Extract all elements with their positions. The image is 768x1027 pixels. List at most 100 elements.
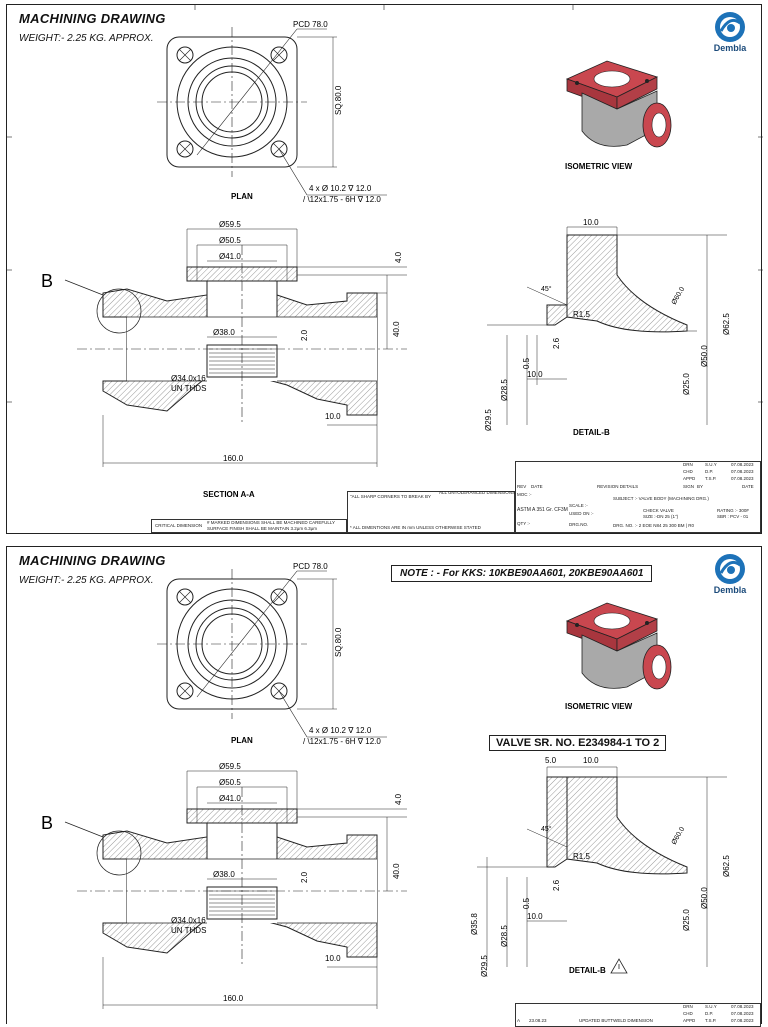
note-all-dims: * ALL DIMENTIONS ARE IN mm UNLESS OTHERW… — [350, 525, 481, 530]
tb-rev-date: 23.08.23 — [529, 1018, 547, 1023]
detail-dim-0-5: 0.5 — [522, 357, 531, 369]
revision-triangle-icon — [610, 958, 628, 974]
detail-dim-60-0: Ø60.0 — [671, 286, 687, 306]
tb-sbr: SBR : PCV - 01 — [717, 514, 749, 519]
dim-34-0: Ø34.0x16 — [171, 374, 206, 383]
logo-text: Dembla — [713, 585, 747, 595]
isometric-part — [565, 60, 672, 148]
detail-dim-50-0: Ø50.0 — [700, 887, 709, 909]
dim-160-0: 160.0 — [223, 994, 244, 1003]
dim-un-thds: UN THDS — [171, 384, 206, 393]
tb-chd: CHD — [683, 469, 693, 474]
tb-by: BY — [697, 484, 704, 489]
isometric-part — [565, 602, 672, 690]
detail-dim-25-0: Ø25.0 — [682, 909, 691, 931]
dim-50-5: Ø50.5 — [219, 778, 241, 787]
note-sharp-corners: "ALL SHARP CORNERS TO BREAK BY — [350, 494, 431, 499]
tb-qty: QTY :- — [517, 521, 531, 526]
dim-59-5: Ø59.5 — [219, 762, 241, 771]
detail-dim-50-0: Ø50.0 — [700, 345, 709, 367]
tb-material: ASTM A 351 Gr. CF3M — [517, 507, 568, 513]
tb-drn-date: 07.08.2023 — [731, 462, 754, 467]
tb-drn-by: S.U.Y — [705, 462, 717, 467]
drawing-sheet-1: MACHINING DRAWING WEIGHT:- 2.25 KG. APPR… — [6, 4, 763, 534]
tb-chd-date: 07.08.2023 — [731, 469, 754, 474]
detail-dim-28-5: Ø28.5 — [500, 925, 509, 947]
tb-appd: APPD — [683, 476, 696, 481]
tb-size: SIZE :-DN 25 (1") — [643, 514, 679, 519]
tb-appd-by: T.S.P. — [705, 1018, 717, 1023]
tb-appd-date: 07.08.2023 — [731, 476, 754, 481]
company-logo: Dembla — [707, 551, 753, 601]
tb-chd-by: D.P. — [705, 469, 714, 474]
label-isometric: ISOMETRIC VIEW — [565, 162, 633, 171]
tb-check-valve: CHECK VALVE — [643, 508, 674, 513]
detail-dim-29-5: Ø29.5 — [484, 409, 493, 431]
company-logo: Dembla — [707, 9, 753, 59]
critical-block — [151, 519, 347, 533]
tb-sign: SIGN — [683, 484, 695, 489]
dim-sq: SQ.80.0 — [334, 627, 343, 657]
tb-drg-no-label: DRG.NO. — [569, 522, 589, 527]
detail-dim-10-0-top: 10.0 — [583, 756, 599, 765]
dim-34-0: Ø34.0x16 — [171, 916, 206, 925]
dim-2-0: 2.0 — [300, 329, 309, 341]
note-marked: # MARKED DIMENSIONS SHALL BE MACHINED CA… — [207, 520, 335, 531]
tb-drn: DRN — [683, 462, 693, 467]
dim-2-0: 2.0 — [300, 871, 309, 883]
detail-b-view — [477, 766, 727, 967]
dim-59-5: Ø59.5 — [219, 220, 241, 229]
label-detail-b: DETAIL-B — [569, 966, 606, 975]
dim-un-thds: UN THDS — [171, 926, 206, 935]
tb-scale: SCALE :- — [569, 503, 588, 508]
weight-text: WEIGHT:- 2.25 KG. APPROX. — [19, 575, 154, 586]
dim-holes: 4 x Ø 10.2 ∇ 12.0 — [309, 726, 372, 735]
detail-dim-45: 45° — [541, 825, 552, 833]
drawing-title: MACHINING DRAWING — [19, 11, 166, 26]
dim-38-0: Ø38.0 — [213, 870, 235, 879]
tb-appd-by: T.S.P. — [705, 476, 717, 481]
valve-serial-number: VALVE SR. NO. E234984-1 TO 2 — [489, 735, 667, 751]
detail-dim-r1-5: R1.5 — [573, 310, 590, 319]
sheet2-drawing: PCD 78.0 SQ.80.0 4 x Ø 10.2 ∇ 12.0 / \12… — [41, 562, 731, 1009]
detail-dim-28-5: Ø28.5 — [500, 379, 509, 401]
detail-dim-45: 45° — [541, 285, 552, 293]
detail-dim-2-6: 2.6 — [552, 879, 561, 891]
kks-note: NOTE : - For KKS: 10KBE90AA601, 20KBE90A… — [391, 565, 653, 582]
dim-sq: SQ.80.0 — [334, 85, 343, 115]
detail-dim-5-0: 5.0 — [545, 756, 557, 765]
tb-used-on: USED ON :- — [569, 511, 594, 516]
tb-drn-by: S.U.Y — [705, 1004, 717, 1009]
tb-chd-by: D.P. — [705, 1011, 714, 1016]
tb-appd-date: 07.08.2023 — [731, 1018, 754, 1023]
detail-dim-10-0-bottom: 10.0 — [527, 370, 543, 379]
tb-rev-details: REVISION DETAILS — [597, 484, 639, 489]
label-isometric: ISOMETRIC VIEW — [565, 702, 633, 711]
tb-chd: CHD — [683, 1011, 693, 1016]
label-plan: PLAN — [231, 736, 253, 745]
detail-dim-60-0: Ø60.0 — [671, 826, 687, 846]
dim-holes: 4 x Ø 10.2 ∇ 12.0 — [309, 184, 372, 193]
dim-38-0: Ø38.0 — [213, 328, 235, 337]
border-ticks — [7, 5, 763, 403]
dim-4-0: 4.0 — [394, 793, 403, 805]
detail-dim-29-5: Ø29.5 — [480, 955, 489, 977]
dim-thread: / \12x1.75 - 6H ∇ 12.0 — [303, 737, 381, 746]
dim-pcd: PCD 78.0 — [293, 20, 328, 29]
tb-moc: MOC :- — [517, 492, 532, 497]
dim-40-0: 40.0 — [392, 321, 401, 337]
dim-160-0: 160.0 — [223, 454, 244, 463]
dim-50-5: Ø50.5 — [219, 236, 241, 245]
label-detail-b: DETAIL-B — [573, 428, 610, 437]
tb-date2: DATE — [742, 484, 754, 489]
detail-marker-b: B — [41, 813, 53, 833]
detail-dim-10-0-bottom: 10.0 — [527, 912, 543, 921]
detail-dim-2-6: 2.6 — [552, 337, 561, 349]
plan-view — [157, 569, 387, 738]
dim-41-0: Ø41.0 — [219, 252, 241, 261]
logo-icon — [715, 554, 745, 584]
detail-dim-r1-5: R1.5 — [573, 852, 590, 861]
tb-drg-no: DRG. NO. :- 2 EOE N84 25 300 BM | R0 — [613, 523, 694, 528]
notes-block — [347, 491, 515, 533]
tb-rating: RATING :- 300F — [717, 508, 750, 513]
